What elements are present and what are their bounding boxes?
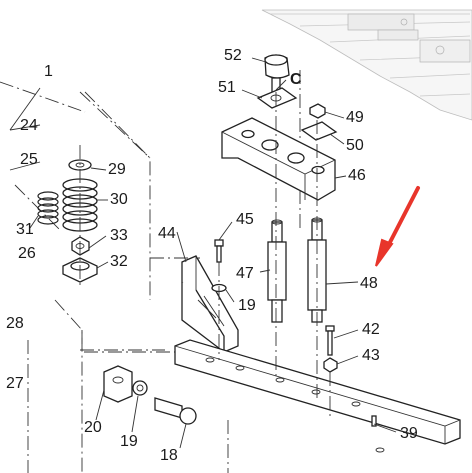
label-part-27: 27 [6,375,24,392]
label-part-42: 42 [362,321,380,338]
label-part-46: 46 [348,167,366,184]
label-part-49: 49 [346,109,364,126]
label-part-45: 45 [236,211,254,228]
base-rail [174,339,461,453]
label-part-28: 28 [6,315,24,332]
label-part-19-upper: 19 [238,297,256,314]
top-bracket-46 [221,54,338,201]
guide-pins [267,217,338,373]
label-part-48: 48 [360,275,378,292]
label-part-43: 43 [362,347,380,364]
label-part-20: 20 [84,419,102,436]
label-part-26: 26 [18,245,36,262]
leader-lines [9,57,397,449]
label-part-31: 31 [16,221,34,238]
label-part-18: 18 [160,447,178,464]
label-part-19-lower: 19 [120,433,138,450]
spring-assembly [37,159,98,283]
label-part-29: 29 [108,161,126,178]
red-arrow-annotation [375,186,420,267]
label-part-39: 39 [400,425,418,442]
label-part-30: 30 [110,191,128,208]
label-part-52: 52 [224,47,242,64]
label-part-24: 24 [20,117,38,134]
label-part-51: 51 [218,79,236,96]
label-part-32: 32 [110,253,128,270]
label-part-1: 1 [44,63,53,80]
machine-housing [261,9,472,121]
label-part-33: 33 [110,227,128,244]
label-part-50: 50 [346,137,364,154]
label-part-25: 25 [20,151,38,168]
label-view-C: C [290,71,302,88]
label-part-44: 44 [158,225,176,242]
lower-block-20 [103,365,197,425]
axis-lines [79,92,331,420]
side-bracket-44 [181,239,239,354]
label-part-47: 47 [236,265,254,282]
